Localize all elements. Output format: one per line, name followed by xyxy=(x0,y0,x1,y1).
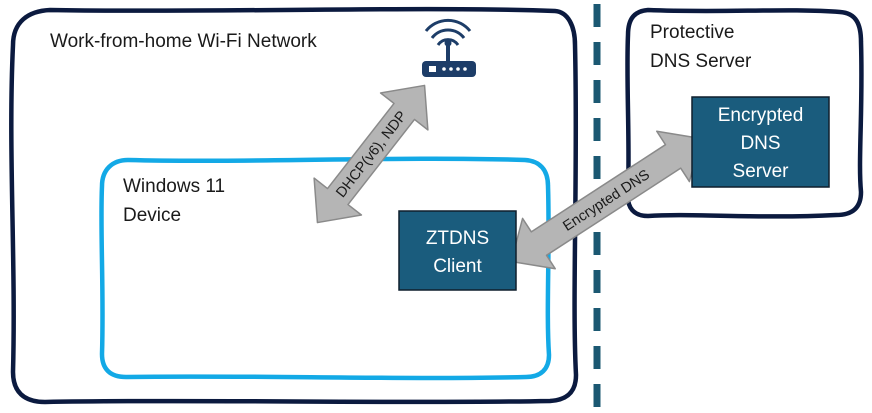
ztdns-client-line1: ZTDNS xyxy=(426,228,489,249)
dhcp-ndp-label: DHCP(v6), NDP xyxy=(333,108,410,200)
windows-device-boundary xyxy=(99,156,552,381)
dns-region-title-line1: Protective xyxy=(650,22,734,43)
encrypted-server-line1: Encrypted xyxy=(718,105,804,126)
encrypted-dns-arrow: Encrypted DNS xyxy=(510,130,702,270)
device-title-line2: Device xyxy=(123,205,181,226)
encrypted-server-line2: DNS xyxy=(740,133,780,154)
ztdns-client-line2: Client xyxy=(433,256,482,277)
home-network-boundary xyxy=(9,6,579,405)
dns-server-boundary xyxy=(625,7,864,219)
encrypted-dns-server-box: Encrypted DNS Server xyxy=(691,96,830,188)
network-title: Work-from-home Wi-Fi Network xyxy=(50,31,317,52)
ztdns-client-box: ZTDNS Client xyxy=(398,210,517,291)
device-title-line1: Windows 11 xyxy=(123,176,225,197)
dns-region-title-line2: DNS Server xyxy=(650,51,752,72)
wifi-router-icon xyxy=(422,18,476,77)
encrypted-server-line3: Server xyxy=(733,161,790,182)
